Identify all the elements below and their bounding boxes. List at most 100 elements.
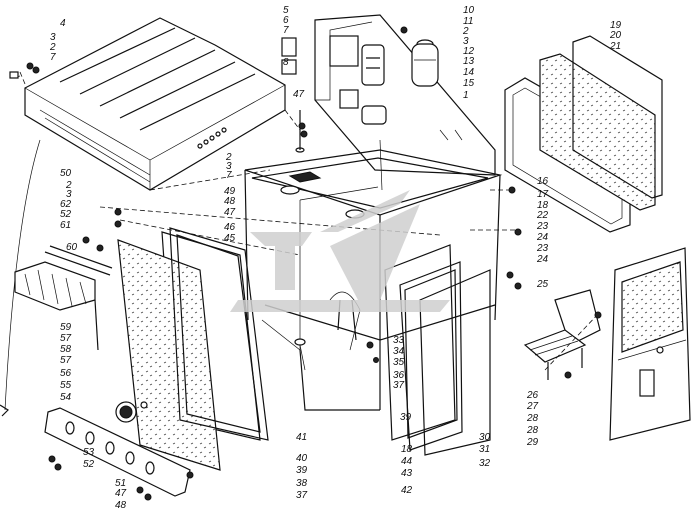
callout-number: 16 [537, 176, 549, 187]
callout-number: 47 [224, 207, 236, 218]
callout-number: 50 [60, 168, 72, 179]
callout-number: 48 [115, 500, 127, 511]
callout-number: 18 [401, 444, 413, 455]
callout-number: 3 [66, 189, 72, 200]
callout-number: 58 [60, 344, 72, 355]
callout-number: 12 [463, 46, 475, 57]
callout-number: 52 [83, 459, 95, 470]
callout-number: 51 [115, 478, 126, 489]
callout-number: 38 [296, 478, 308, 489]
callout-number: 27 [526, 401, 539, 412]
callout-number: 36 [393, 370, 405, 381]
fasteners [26, 62, 572, 501]
rear-window-frames [384, 244, 491, 456]
knob [115, 401, 148, 423]
callout-number: 49 [224, 186, 236, 197]
callout-number: 11 [463, 16, 473, 27]
callout-number: 56 [60, 368, 72, 379]
roof-vent-holes [197, 127, 227, 149]
cab-frame [244, 110, 503, 411]
callout-number: 24 [536, 254, 549, 265]
callout-number: 3 [463, 36, 469, 47]
callout-number: 26 [526, 390, 539, 401]
callout-number: 4 [60, 18, 66, 29]
callout-number: 35 [393, 357, 405, 368]
door [609, 247, 691, 441]
callout-number: 21 [609, 41, 621, 52]
callout-number: 28 [526, 413, 539, 424]
callout-number: 62 [60, 199, 72, 210]
callout-number: 57 [60, 355, 72, 366]
callout-number: 47 [293, 89, 305, 100]
callout-number: 54 [60, 392, 72, 403]
windshield-assembly [117, 227, 269, 471]
seat [523, 289, 602, 380]
callout-number: 29 [526, 437, 539, 448]
bolt-icon [9, 71, 19, 79]
callout-number: 40 [296, 453, 308, 464]
callout-number: 33 [393, 335, 405, 346]
callout-number: 43 [401, 468, 413, 479]
callout-number: 61 [60, 220, 71, 231]
callout-number: 45 [224, 233, 236, 244]
callout-number: 23 [536, 221, 549, 232]
grille-panel [14, 245, 113, 351]
callout-number: 57 [60, 333, 72, 344]
callout-number: 55 [60, 380, 72, 391]
callout-number: 20 [609, 30, 622, 41]
callout-number: 3 [50, 32, 56, 43]
callout-number: 13 [463, 56, 475, 67]
callout-number: 41 [296, 432, 307, 443]
lower-apron [44, 407, 191, 497]
callout-number: 52 [60, 209, 72, 220]
callout-number: 23 [536, 243, 549, 254]
callout-number: 19 [610, 20, 622, 31]
callout-number: 15 [463, 78, 475, 89]
callout-number: 18 [537, 200, 549, 211]
callout-number: 22 [536, 210, 549, 221]
callout-number: 14 [463, 67, 475, 78]
callout-number: 47 [115, 488, 127, 499]
callout-number: 53 [83, 447, 95, 458]
callout-number: 44 [401, 456, 413, 467]
bracket-parts [281, 37, 387, 125]
callout-number: 31 [479, 444, 490, 455]
callout-number: 1 [463, 90, 469, 101]
side-window [504, 35, 663, 233]
callout-number: 24 [536, 232, 549, 243]
callout-number: 6 [283, 15, 289, 26]
callout-number: 37 [296, 490, 308, 501]
callout-number: 30 [479, 432, 491, 443]
callout-number: 2 [462, 26, 469, 37]
callout-number: 7 [226, 170, 232, 181]
callout-number: 48 [224, 196, 236, 207]
callout-number: 8 [283, 57, 289, 68]
rear-wall [314, 14, 496, 176]
roof-panel [24, 17, 286, 191]
callout-number: 7 [50, 52, 56, 63]
callout-number: 5 [283, 5, 289, 16]
callout-number: 2 [65, 180, 72, 191]
watermark-logo [230, 190, 450, 312]
callout-number: 42 [401, 485, 413, 496]
callout-number: 32 [479, 458, 491, 469]
callout-number: 60 [66, 242, 78, 253]
callout-number: 10 [463, 5, 475, 16]
callout-number: 3 [226, 161, 232, 172]
callout-number: 2 [225, 152, 232, 163]
callout-number: 39 [400, 412, 412, 423]
callout-number: 28 [526, 425, 539, 436]
callout-number: 39 [296, 465, 308, 476]
callout-labels: 4327567810112312131415119202147237494847… [49, 5, 622, 511]
callout-number: 46 [224, 222, 236, 233]
callout-number: 34 [393, 346, 405, 357]
callout-number: 37 [393, 380, 405, 391]
callout-number: 2 [49, 42, 56, 53]
callout-number: 59 [60, 322, 72, 333]
callout-number: 7 [283, 25, 289, 36]
callout-number: 17 [537, 189, 549, 200]
washer-reservoir [400, 26, 439, 87]
callout-number: 25 [536, 279, 549, 290]
